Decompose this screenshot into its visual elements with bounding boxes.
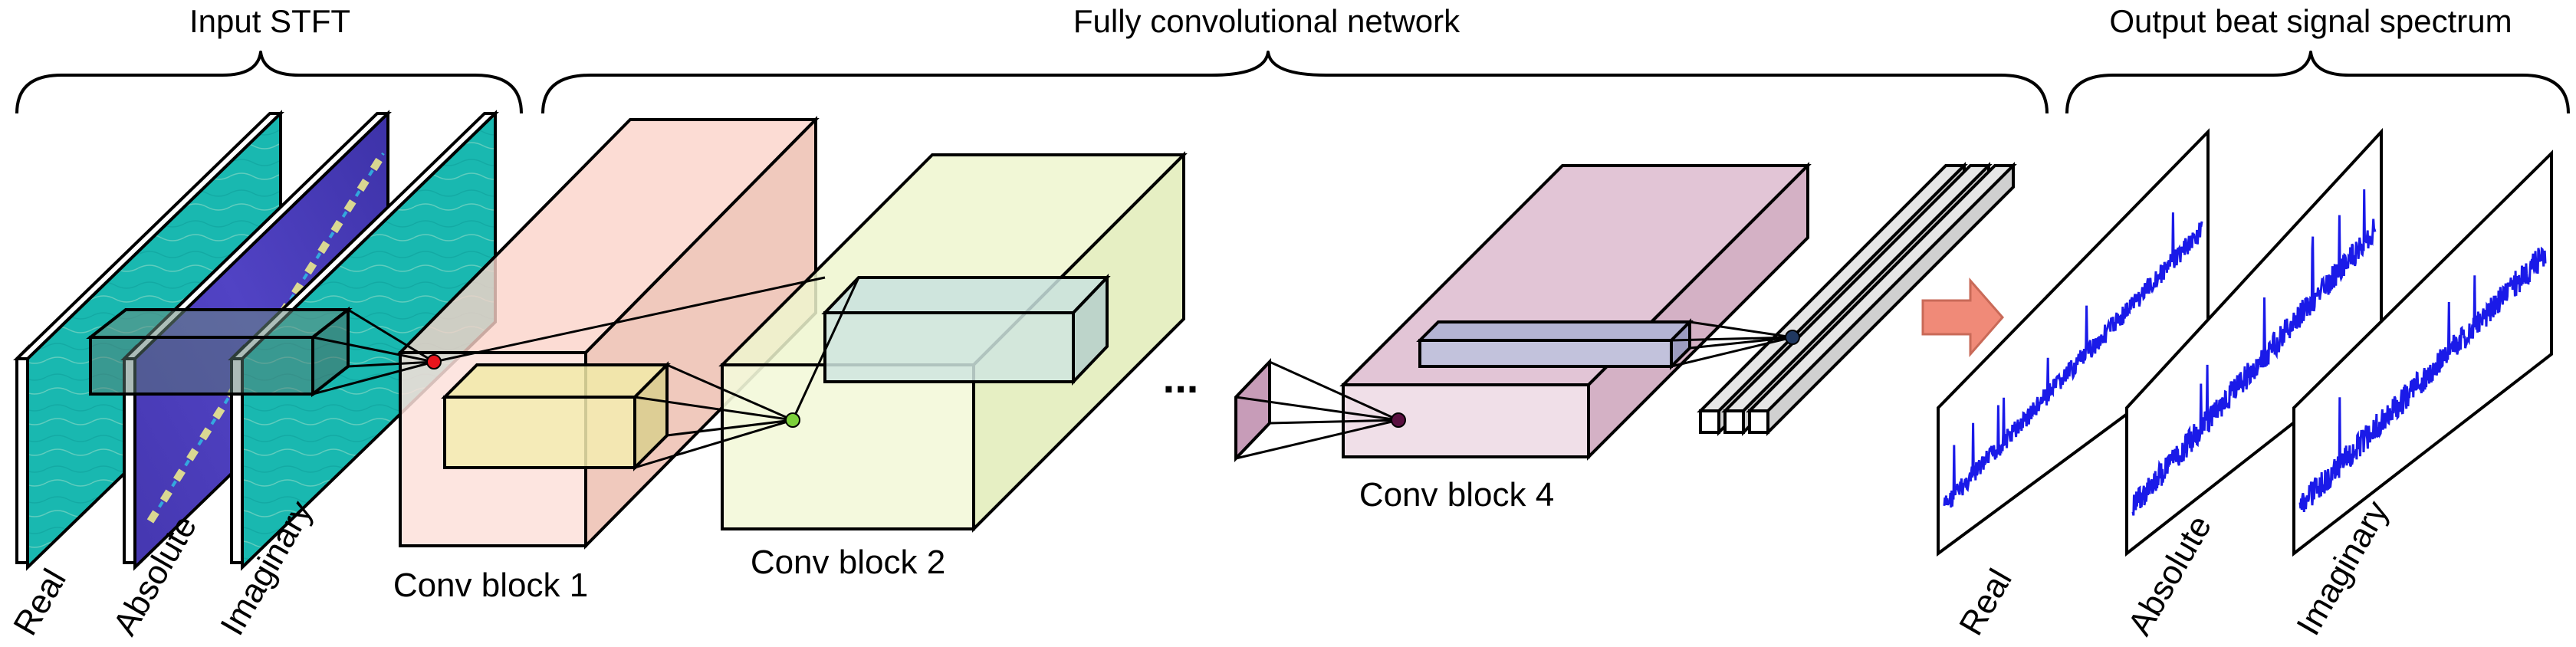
conv-block-2-label: Conv block 2 (751, 544, 945, 581)
conv-block-1 (396, 116, 820, 550)
input-section-title: Input STFT (189, 3, 350, 39)
input-label-real: Real (6, 563, 74, 642)
output-brace (2065, 51, 2570, 114)
right-arrow-icon (1921, 278, 2004, 357)
conv-block-2 (718, 151, 1188, 533)
spectrum-trace-absolute (2131, 189, 2377, 516)
conv-block-1-label: Conv block 1 (393, 567, 588, 604)
conv-block-4-label: Conv block 4 (1359, 476, 1554, 514)
input-brace (15, 51, 523, 114)
input-kernel-box (86, 306, 353, 398)
output-label-real: Real (1952, 563, 2019, 642)
conv-block-4-input-slice (1234, 358, 1271, 462)
red-dot (426, 354, 442, 369)
ellipsis: ... (1163, 353, 1199, 402)
output-section-title: Output beat signal spectrum (2109, 3, 2512, 39)
kernel-connections (312, 276, 1793, 469)
output-plane-imaginary (2292, 149, 2553, 557)
purple-dot (1391, 412, 1406, 428)
output-feature-columns (1697, 162, 2017, 436)
navy-dot (1785, 330, 1800, 345)
spectrum-trace-real (1943, 212, 2203, 508)
green-dot (785, 412, 800, 428)
network-section-title: Fully convolutional network (1073, 3, 1460, 39)
conv-block-4 (1339, 162, 1812, 461)
network-brace (541, 51, 2049, 114)
spectrum-trace-imaginary (2298, 246, 2547, 512)
